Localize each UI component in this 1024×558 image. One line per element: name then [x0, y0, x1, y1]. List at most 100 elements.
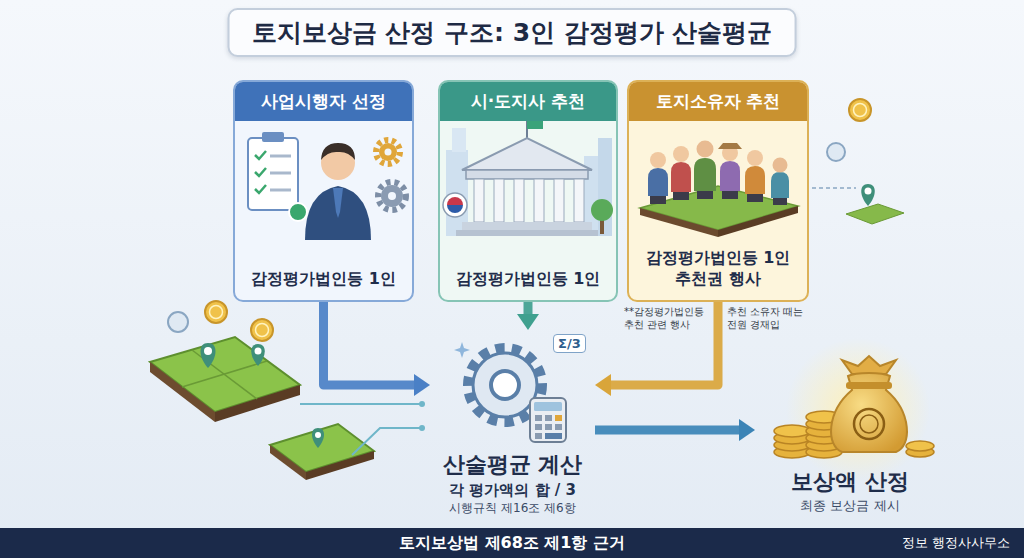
city-hall-illustration	[443, 193, 467, 217]
note-text: 추천 소유자 때는 전원 경재입	[727, 306, 811, 331]
land-owners-illustration	[747, 150, 763, 166]
city-hall-illustration	[462, 222, 592, 230]
officer-illustration	[381, 185, 403, 207]
money-bag	[854, 409, 884, 439]
city-hall-illustration	[474, 179, 484, 222]
node-text: 감정평가법인등 1인	[440, 265, 616, 300]
land-plots-left	[201, 343, 216, 368]
decor-coins-right	[861, 184, 875, 206]
decor-coins-right	[861, 184, 875, 206]
node-text: 정보 행정사사무소	[902, 534, 1024, 552]
decor-coins-right	[827, 143, 845, 161]
flow-arrow	[595, 426, 739, 435]
money-bag	[774, 338, 934, 482]
land-owners-illustration	[694, 158, 716, 191]
city-hall-illustration	[574, 179, 584, 222]
recommendation-card: 시·도지사 추천감정평가법인등 1인	[438, 80, 618, 302]
land-owners-illustration	[640, 208, 718, 237]
calculation-step: 산술평균 계산각 평가액의 합 / 3시행규칙 제16조 제6항	[430, 330, 595, 516]
label-text: Σ/3	[553, 334, 586, 353]
label-text: **감정평가법인등 추천 관련 행사	[624, 306, 708, 331]
land-owners-illustration	[640, 141, 798, 238]
land-plots-left	[150, 362, 215, 422]
calculation-gear	[545, 415, 552, 421]
card-fill	[627, 80, 809, 302]
calculation-gear	[535, 424, 542, 430]
land-plots-left	[255, 348, 262, 355]
land-plots-left	[168, 312, 188, 332]
money-bag	[860, 415, 878, 433]
city-hall-illustration	[462, 138, 592, 170]
land-owners-illustration	[718, 206, 798, 237]
land-plots-left	[256, 324, 269, 337]
owner-card: 토지소유자 추천감정평가법인등 1인 추천권 행사	[627, 80, 809, 302]
land-plots-left	[306, 451, 374, 480]
land-owners-illustration	[650, 152, 666, 168]
officer-illustration	[305, 186, 371, 240]
selection-card: 사업시행자 선정감정평가법인등 1인	[233, 80, 414, 302]
land-plots-left	[210, 306, 223, 319]
decor-coins-right	[865, 188, 872, 195]
calculation-gear	[473, 353, 537, 417]
decor-coins-right	[849, 99, 871, 121]
officer-illustration	[388, 192, 396, 200]
land-owners-illustration	[697, 141, 714, 158]
city-hall-illustration	[447, 205, 463, 213]
node-heading: 사업시행자 선정	[235, 82, 412, 121]
land-owners-illustration	[648, 152, 668, 204]
flow-arrow	[524, 302, 533, 314]
card-fill	[438, 80, 618, 302]
decor-coins-right	[812, 99, 904, 224]
land-owners-illustration	[694, 141, 716, 200]
officer-illustration	[270, 155, 291, 158]
formula-badge: Σ/3	[553, 334, 586, 353]
flow-arrow	[324, 302, 415, 385]
city-hall-illustration	[452, 128, 466, 152]
label-text: 추천 소유자 때는 전원 경재입	[727, 306, 811, 331]
land-owners-illustration	[718, 143, 742, 149]
node-heading: 토지보상법 제68조 제1항 근거	[399, 533, 625, 554]
officer-illustration	[270, 189, 291, 192]
land-owners-illustration	[671, 146, 691, 200]
officer-illustration	[289, 203, 307, 221]
node-heading: 보상액 산정	[791, 468, 909, 497]
node-heading: 산술평균 계산	[443, 451, 583, 480]
calculation-gear	[454, 342, 566, 442]
land-plots-left	[352, 428, 422, 455]
land-owners-illustration	[745, 166, 765, 194]
card-fill	[233, 80, 414, 302]
officer-illustration	[378, 182, 406, 210]
card-fill	[233, 80, 809, 302]
land-owners-illustration	[720, 161, 740, 191]
officer-illustration	[248, 138, 298, 210]
land-owners-illustration	[745, 150, 765, 202]
node-text: 최종 보상금 제시	[800, 497, 899, 515]
officer-illustration	[385, 149, 392, 156]
land-plots-left	[251, 319, 273, 341]
calculation-gear	[530, 398, 566, 442]
city-hall-illustration	[494, 179, 504, 222]
land-plots-left	[204, 347, 212, 355]
land-plots-left	[312, 428, 324, 448]
node-text: 각 평가액의 합 / 3	[449, 480, 576, 500]
calculation-gear	[545, 433, 562, 439]
officer-illustration	[255, 168, 266, 176]
land-plots-left	[312, 428, 324, 448]
calculation-gear	[534, 402, 562, 411]
city-hall-illustration	[456, 230, 598, 236]
officer-illustration	[262, 132, 284, 142]
money-bag	[842, 356, 896, 374]
footer-band: 토지보상법 제68조 제1항 근거 정보 행정사사무소	[0, 528, 1024, 558]
node-text: 감정평가법인등 1인	[235, 265, 412, 300]
land-plots-left	[205, 301, 227, 323]
land-plots-left	[251, 344, 265, 366]
land-owners-illustration	[671, 162, 691, 192]
city-hall-illustration	[598, 138, 612, 236]
officer-illustration	[333, 188, 343, 218]
calculation-gear	[555, 424, 562, 430]
flow-arrow	[611, 302, 718, 385]
calculation-gear	[535, 415, 542, 421]
land-owners-illustration	[771, 172, 789, 198]
money-bag	[774, 425, 810, 437]
